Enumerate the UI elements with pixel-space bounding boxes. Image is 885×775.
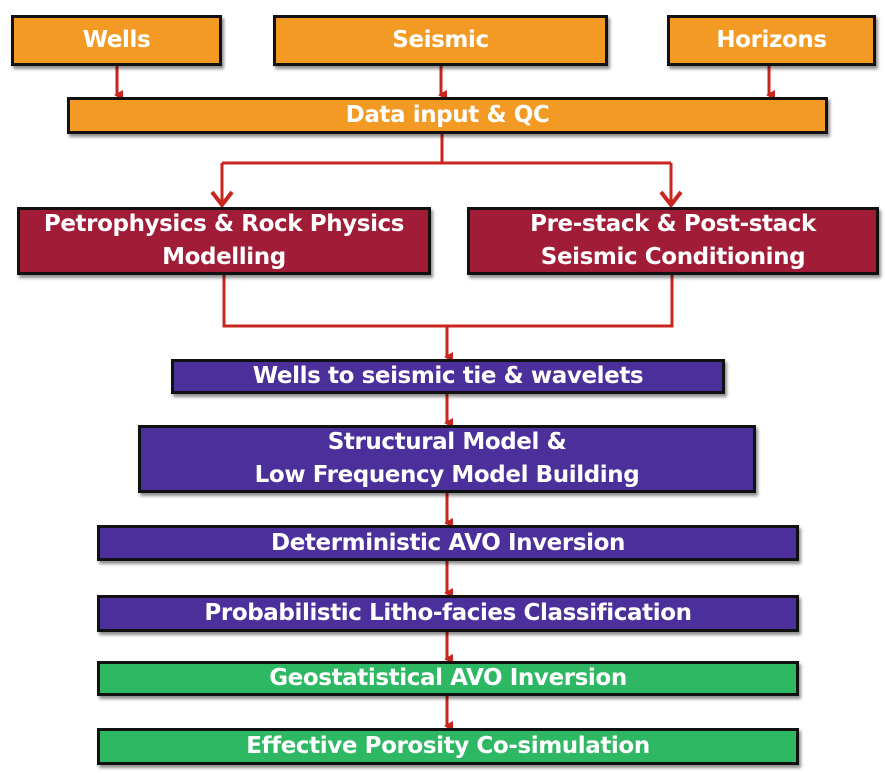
node-label: Horizons [716,27,827,53]
node-effective-porosity: Effective Porosity Co-simulation [97,728,799,765]
node-label: Data input & QC [345,102,550,128]
edge-data-input-split [222,134,671,165]
node-label-line2: Modelling [162,244,286,270]
node-label: Geostatistical AVO Inversion [269,665,627,691]
node-label-line2: Seismic Conditioning [540,244,806,270]
node-wells: Wells [11,15,222,66]
edge-merge-to-well-tie [222,275,674,357]
node-data-input-qc: Data input & QC [67,97,828,134]
node-label: Wells [82,27,151,53]
node-well-tie: Wells to seismic tie & wavelets [171,359,725,394]
node-geostatistical-avo: Geostatistical AVO Inversion [97,661,799,696]
node-seismic: Seismic [273,15,608,66]
node-label: Wells to seismic tie & wavelets [252,363,644,389]
node-deterministic-avo: Deterministic AVO Inversion [97,525,799,561]
node-label: Effective Porosity Co-simulation [246,733,650,759]
node-label: Seismic [392,27,489,53]
node-horizons: Horizons [667,15,876,66]
node-structural-model: Structural Model & Low Frequency Model B… [138,425,756,493]
node-petrophysics: Petrophysics & Rock Physics Modelling [17,207,431,275]
node-prestack-conditioning: Pre-stack & Post-stack Seismic Condition… [467,207,879,275]
node-label-line1: Structural Model & [327,429,567,455]
node-label-line1: Petrophysics & Rock Physics [43,211,405,237]
node-label-line2: Low Frequency Model Building [254,462,640,488]
node-litho-facies: Probabilistic Litho-facies Classificatio… [97,595,799,632]
node-label: Deterministic AVO Inversion [271,529,625,556]
node-label: Probabilistic Litho-facies Classificatio… [204,600,692,626]
node-label-line1: Pre-stack & Post-stack [530,211,816,237]
